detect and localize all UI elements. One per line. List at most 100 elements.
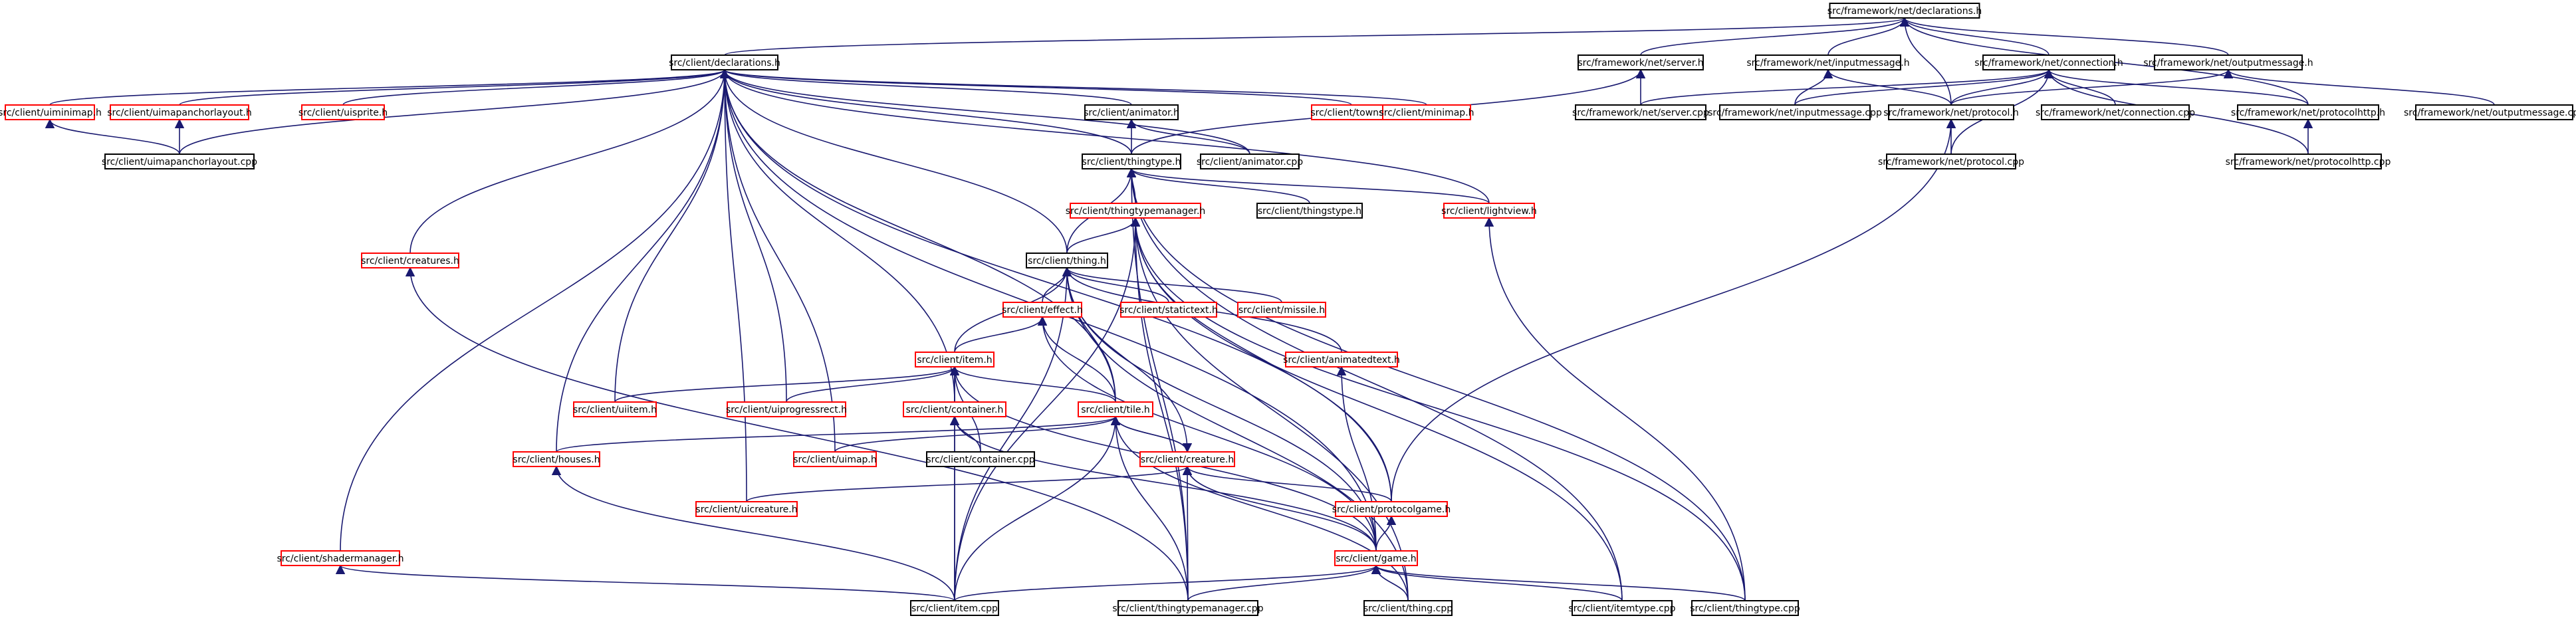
node-client-shadermanager-h[interactable]: src/client/shadermanager.h <box>277 550 404 566</box>
node-client-uiprogressrect-h[interactable]: src/client/uiprogressrect.h <box>726 401 847 417</box>
edge-inmsg_h-to-inmsg_cpp <box>1794 68 1833 106</box>
node-label: src/client/shadermanager.h <box>277 554 404 564</box>
node-label: src/client/minimap.h <box>1379 108 1474 118</box>
edge-thingtype_h-to-ttmanager_cpp <box>1126 167 1189 601</box>
node-client-container-cpp[interactable]: src/client/container.cpp <box>926 451 1035 467</box>
node-client-uiminimap-h[interactable]: src/client/uiminimap.h <box>0 104 102 120</box>
node-box <box>1443 203 1535 219</box>
node-box <box>1335 501 1448 517</box>
node-client-item-h[interactable]: src/client/item.h <box>915 352 995 367</box>
node-client-uimapanchorlayout-cpp[interactable]: src/client/uimapanchorlayout.cpp <box>102 154 257 169</box>
edge-client_decl-to-uimapanchor_cpp <box>179 68 730 155</box>
node-client-declarations-h[interactable]: src/client/declarations.h <box>669 54 780 70</box>
node-client-lightview-h[interactable]: src/client/lightview.h <box>1441 203 1537 219</box>
node-label: src/client/thing.cpp <box>1363 603 1453 614</box>
edge-decl_net-to-protocol_h <box>1899 17 1952 106</box>
node-client-houses-h[interactable]: src/client/houses.h <box>513 451 600 467</box>
node-box <box>5 104 95 120</box>
node-client-thingstype-h[interactable]: src/client/thingstype.h <box>1256 203 1363 219</box>
node-box <box>2415 104 2573 120</box>
edge-client_decl-to-animator_cpp <box>719 68 1250 155</box>
node-box <box>1691 600 1799 616</box>
node-box <box>301 104 385 120</box>
node-framework-net-connection-cpp[interactable]: src/framework/net/connection.cpp <box>2036 104 2195 120</box>
node-client-thingtypemanager-h[interactable]: src/client/thingtypemanager.h <box>1066 203 1206 219</box>
node-client-effect-h[interactable]: src/client/effect.h <box>1002 302 1083 318</box>
node-label: src/client/uimap.h <box>793 455 877 465</box>
node-client-container-h[interactable]: src/client/container.h <box>903 401 1006 417</box>
node-label: src/framework/net/declarations.h <box>1827 6 1982 17</box>
node-client-tile-h[interactable]: src/client/tile.h <box>1078 401 1153 417</box>
edge-thing_h-to-item_cpp <box>954 266 1072 601</box>
node-client-itemtype-cpp[interactable]: src/client/itemtype.cpp <box>1568 600 1676 616</box>
edge-decl_net-to-client_decl <box>724 17 1909 56</box>
node-client-uimap-h[interactable]: src/client/uimap.h <box>793 451 877 467</box>
node-label: src/client/uiminimap.h <box>0 108 102 118</box>
edge-ttmanager_h-to-itemtype_cpp <box>1130 217 1623 601</box>
node-box <box>671 54 778 70</box>
edge-ttmanager_h-to-thing_cpp <box>1130 217 1409 601</box>
node-box <box>1026 253 1108 268</box>
node-client-animator-cpp[interactable]: src/client/animator.cpp <box>1197 154 1303 169</box>
node-client-thing-cpp[interactable]: src/client/thing.cpp <box>1363 600 1453 616</box>
node-box <box>1002 302 1082 318</box>
edge-animtext_h-to-game_h <box>1336 365 1377 552</box>
node-box <box>1285 352 1398 367</box>
node-framework-net-server-h[interactable]: src/framework/net/server.h <box>1578 54 1704 70</box>
edge-thing_h-to-thing_cpp <box>1062 266 1409 601</box>
node-label: src/client/thing.h <box>1028 256 1106 266</box>
edge-tile_h-to-thing_cpp <box>1110 415 1409 601</box>
edge-container_h-to-game_h <box>949 415 1377 552</box>
edge-item_h-to-tile_h <box>949 365 1116 403</box>
node-client-creatures-h[interactable]: src/client/creatures.h <box>361 253 459 268</box>
node-framework-net-outputmessage-cpp[interactable]: src/framework/net/outputmessage.cpp <box>2404 104 2576 120</box>
node-client-animatedtext-h[interactable]: src/client/animatedtext.h <box>1283 352 1400 367</box>
node-framework-net-inputmessage-h[interactable]: src/framework/net/inputmessage.h <box>1746 54 1910 70</box>
edge-protocol_h-to-protogame_h <box>1391 118 1956 502</box>
node-client-uicreature-h[interactable]: src/client/uicreature.h <box>695 501 798 517</box>
node-label: src/client/animator.h <box>1084 108 1179 118</box>
edge-conn_h-to-server_cpp <box>1640 68 2053 106</box>
node-box <box>573 401 657 417</box>
node-framework-net-protocolhttp-cpp[interactable]: src/framework/net/protocolhttp.cpp <box>2226 154 2391 169</box>
node-framework-net-declarations-h[interactable]: src/framework/net/declarations.h <box>1827 3 1982 19</box>
edge-client_decl-to-shadermgr_h <box>340 68 730 552</box>
node-client-statictext-h[interactable]: src/client/statictext.h <box>1119 302 1218 318</box>
node-framework-net-protocolhttp-h[interactable]: src/framework/net/protocolhttp.h <box>2231 104 2385 120</box>
node-client-missile-h[interactable]: src/client/missile.h <box>1237 302 1326 318</box>
node-client-minimap-h[interactable]: src/client/minimap.h <box>1379 104 1474 120</box>
edge-thing_h-to-game_h <box>1062 266 1377 552</box>
node-client-towns-h[interactable]: src/client/towns.h <box>1310 104 1393 120</box>
edge-creature_h-to-protogame_h <box>1182 465 1392 502</box>
node-client-thingtype-cpp[interactable]: src/client/thingtype.cpp <box>1690 600 1800 616</box>
node-client-uimapanchorlayout-h[interactable]: src/client/uimapanchorlayout.h <box>107 104 252 120</box>
node-framework-net-connection-h[interactable]: src/framework/net/connection.h <box>1974 54 2123 70</box>
node-framework-net-protocol-cpp[interactable]: src/framework/net/protocol.cpp <box>1878 154 2024 169</box>
node-box <box>1084 104 1179 120</box>
node-framework-net-protocol-h[interactable]: src/framework/net/protocol.h <box>1883 104 2019 120</box>
node-client-uiitem-h[interactable]: src/client/uiitem.h <box>573 401 657 417</box>
node-box <box>695 501 798 517</box>
node-client-thingtypemanager-cpp[interactable]: src/client/thingtypemanager.cpp <box>1112 600 1264 616</box>
node-box <box>1886 154 2016 169</box>
edge-ttmanager_h-to-thingtype2_cpp <box>1130 217 1746 601</box>
node-client-uisprite-h[interactable]: src/client/uisprite.h <box>298 104 388 120</box>
edge-creature_h-to-game_h <box>1182 465 1377 552</box>
node-label: src/client/item.h <box>917 355 992 365</box>
node-client-thingtype-h[interactable]: src/client/thingtype.h <box>1082 154 1181 169</box>
node-client-creature-h[interactable]: src/client/creature.h <box>1139 451 1235 467</box>
edge-game_h-to-thing_cpp <box>1371 564 1409 601</box>
node-framework-net-inputmessage-cpp[interactable]: src/framework/net/inputmessage.cpp <box>1708 104 1882 120</box>
node-framework-net-outputmessage-h[interactable]: src/framework/net/outputmessage.h <box>2143 54 2313 70</box>
node-framework-net-server-cpp[interactable]: src/framework/net/server.cpp <box>1572 104 1709 120</box>
edge-client_decl-to-lightview_h <box>719 68 1490 204</box>
node-client-thing-h[interactable]: src/client/thing.h <box>1026 253 1108 268</box>
edge-game_h-to-itemtype_cpp <box>1371 564 1623 601</box>
node-box <box>1888 104 2014 120</box>
node-client-animator-h[interactable]: src/client/animator.h <box>1084 104 1179 120</box>
node-client-item-cpp[interactable]: src/client/item.cpp <box>910 600 999 616</box>
node-client-game-h[interactable]: src/client/game.h <box>1334 550 1418 566</box>
node-box <box>1382 104 1471 120</box>
node-client-protocolgame-h[interactable]: src/client/protocolgame.h <box>1332 501 1451 517</box>
